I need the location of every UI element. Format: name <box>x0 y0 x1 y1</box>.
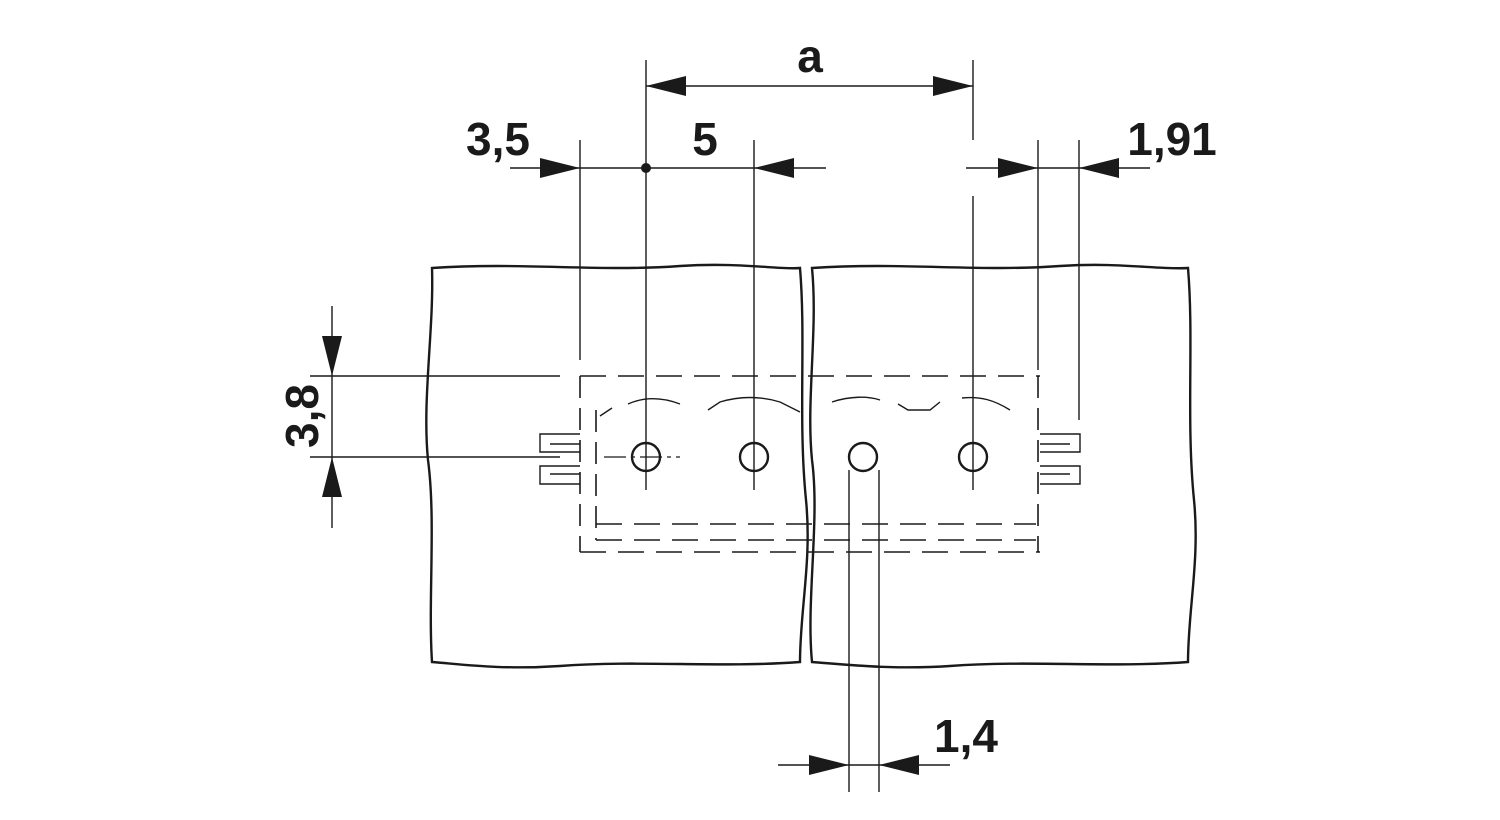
label-1-4: 1,4 <box>934 710 998 762</box>
label-a: a <box>797 30 823 82</box>
label-3-8: 3,8 <box>276 384 328 448</box>
connector-footprint <box>579 375 1040 553</box>
label-5: 5 <box>692 113 718 165</box>
right-latch <box>1040 433 1081 485</box>
dimension-3-5-and-5 <box>510 158 826 178</box>
label-1-91: 1,91 <box>1127 113 1217 165</box>
extension-lines <box>310 60 1080 792</box>
left-board-outline <box>425 263 809 669</box>
dimension-a <box>646 76 973 96</box>
right-board-outline <box>809 263 1197 669</box>
dimension-3-8 <box>322 306 342 528</box>
label-3-5: 3,5 <box>466 113 530 165</box>
left-latch <box>539 433 580 485</box>
pin-hole-3 <box>847 441 879 473</box>
dimension-1-91 <box>966 158 1150 178</box>
dimension-1-4 <box>778 755 950 775</box>
